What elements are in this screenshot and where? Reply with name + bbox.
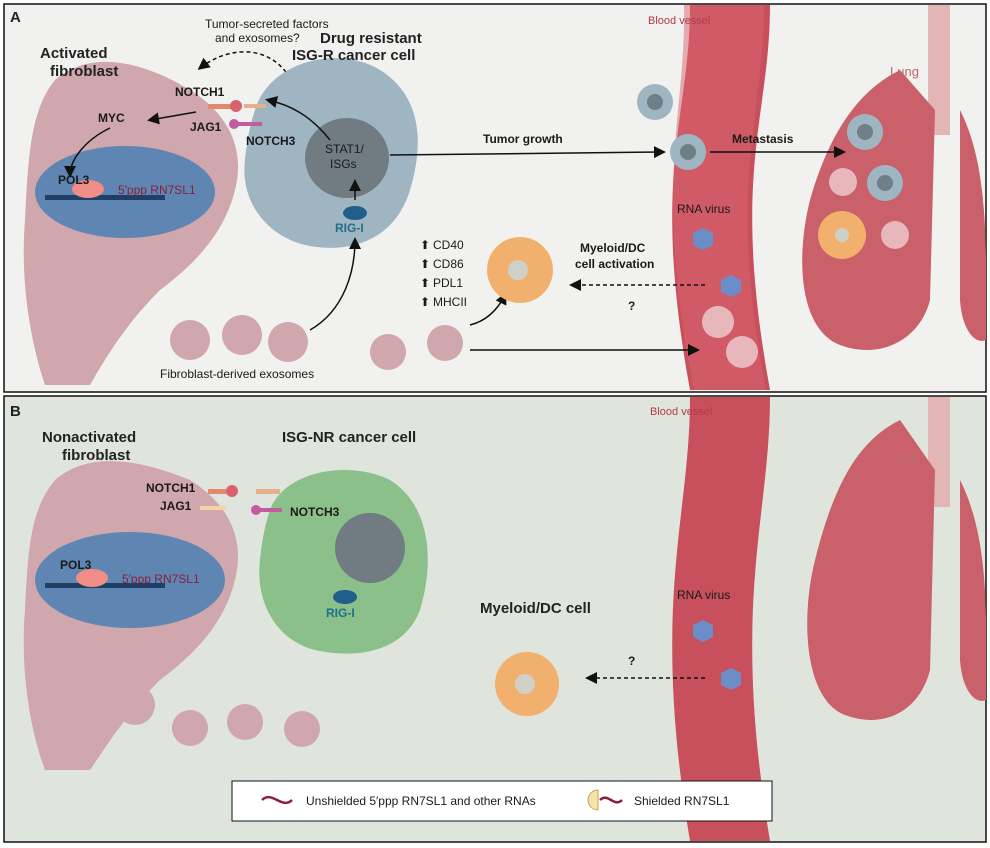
stat1-label-1: STAT1/: [325, 142, 365, 156]
notch3-label-b: NOTCH3: [290, 505, 340, 519]
pol3-enzyme-b: [76, 569, 108, 587]
marker-mhcii: MHCII: [433, 295, 467, 309]
blood-vessel-label-a: Blood vessel: [648, 15, 710, 27]
rna-virus-b: [693, 620, 741, 690]
legend-shielded: Shielded RN7SL1: [634, 794, 730, 808]
isgr-nucleus: [305, 118, 389, 198]
myc-label: MYC: [98, 111, 125, 125]
marker-cd40: CD40: [433, 238, 464, 252]
jag1-label-a: JAG1: [190, 120, 222, 134]
tumor-factors-1: Tumor-secreted factors: [205, 17, 329, 31]
cancer-cell-title-a-1: Drug resistant: [320, 30, 422, 47]
rna-virus-label-a: RNA virus: [677, 202, 730, 216]
tumor-factors-2: and exosomes?: [215, 31, 300, 45]
pol3-enzyme-a: [72, 180, 104, 198]
rigi-label-a: RIG-I: [335, 221, 364, 235]
markers-list: ⬆ CD40 ⬆ CD86 ⬆ PDL1 ⬆ MHCII: [420, 238, 467, 309]
question-b: ?: [628, 654, 635, 668]
marker-pdl1: PDL1: [433, 276, 463, 290]
rn7sl1-label-b: 5′ppp RN7SL1: [122, 572, 200, 586]
question-a: ?: [628, 299, 635, 313]
nonactivated-title-1: Nonactivated: [42, 429, 136, 446]
lung-label-b: Lung: [890, 450, 919, 465]
panel-a-letter: A: [10, 9, 21, 26]
notch1-label-a: NOTCH1: [175, 85, 225, 99]
nonactivated-title-2: fibroblast: [62, 447, 130, 464]
exosomes-label: Fibroblast-derived exosomes: [160, 367, 314, 381]
rigi-a: [343, 206, 367, 220]
svg-text:⬆: ⬆: [420, 295, 430, 309]
cancer-cell-title-a-2: ISG-R cancer cell: [292, 47, 415, 64]
myeloid-activation-1: Myeloid/DC: [580, 241, 646, 255]
tumor-growth-arrow: [389, 146, 666, 159]
stat1-label-2: ISGs: [330, 157, 357, 171]
notch3-receptor-a: [236, 122, 262, 126]
marker-cd86: CD86: [433, 257, 464, 271]
shielded-rna-icon: [587, 789, 599, 811]
jag1-label-b: JAG1: [160, 499, 192, 513]
pol3-label-b: POL3: [60, 558, 92, 572]
lung-label-a: Lung: [890, 64, 919, 79]
nucleus-b: [35, 532, 225, 628]
exosomes-b: [115, 685, 320, 747]
legend-unshielded: Unshielded 5′ppp RN7SL1 and other RNAs: [306, 794, 536, 808]
myeloid-activation-2: cell activation: [575, 257, 654, 271]
cancer-cell-title-b: ISG-NR cancer cell: [282, 429, 416, 446]
exosomes-a: [170, 306, 758, 370]
blood-vessel-b: [620, 397, 770, 841]
rna-virus-a: [693, 228, 741, 297]
myeloid-label-b: Myeloid/DC cell: [480, 600, 591, 617]
rn7sl1-label-a: 5′ppp RN7SL1: [118, 183, 196, 197]
pol3-label-a: POL3: [58, 173, 90, 187]
rigi-b: [333, 590, 357, 604]
activated-fibroblast-title-2: fibroblast: [50, 63, 118, 80]
rigi-label-b: RIG-I: [326, 606, 355, 620]
notch1-label-b: NOTCH1: [146, 481, 196, 495]
notch1-receptor-b: [208, 489, 228, 494]
tumor-factors-arrow: [197, 51, 291, 79]
notch1-receptor-a: [208, 104, 234, 109]
lung-b: [807, 397, 986, 720]
notch3-receptor-b: [256, 508, 282, 512]
rna-virus-label-b: RNA virus: [677, 588, 730, 602]
tumor-growth-label: Tumor growth: [483, 132, 563, 146]
circulating-tumor-cells-a: [637, 84, 909, 259]
nucleus-a: [35, 146, 215, 238]
legend-box: [231, 780, 773, 822]
svg-text:⬆: ⬆: [420, 276, 430, 290]
metastasis-label: Metastasis: [732, 132, 794, 146]
blood-vessel-label-b: Blood vessel: [650, 406, 712, 418]
unshielded-rna-icon: [261, 795, 293, 805]
panel-b-letter: B: [10, 403, 21, 420]
activated-fibroblast-title-1: Activated: [40, 45, 108, 62]
svg-text:⬆: ⬆: [420, 257, 430, 271]
lung-a: [802, 5, 986, 350]
notch3-label-a: NOTCH3: [246, 134, 296, 148]
isgnr-nucleus: [335, 513, 405, 583]
svg-text:⬆: ⬆: [420, 238, 430, 252]
